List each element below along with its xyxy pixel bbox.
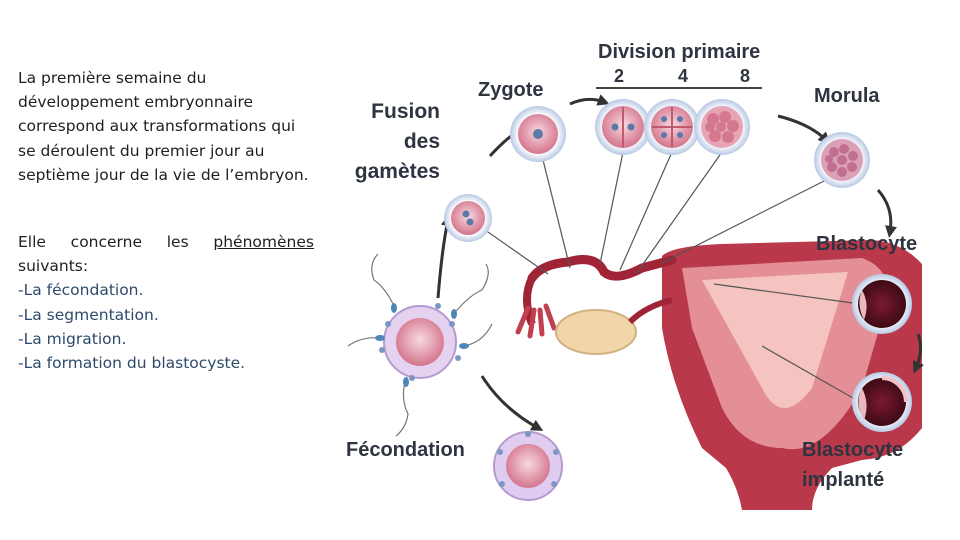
sperm-heads bbox=[375, 303, 469, 387]
four-cell-stage bbox=[644, 99, 700, 155]
ovary bbox=[555, 309, 637, 355]
fusion-cell bbox=[444, 194, 492, 242]
phenomena-paragraph: Elle concerne les phénomènes suivants: -… bbox=[18, 230, 314, 375]
fallopian-tube bbox=[515, 255, 677, 339]
fusion-label-line2: des bbox=[404, 130, 440, 153]
word-elle: Elle bbox=[18, 233, 46, 252]
zygote-cell bbox=[510, 106, 566, 162]
two-cell-stage bbox=[595, 99, 651, 155]
ovarian-ligament bbox=[627, 297, 673, 325]
fusion-label-line1: Fusion bbox=[371, 100, 440, 123]
division-number-2: 2 bbox=[614, 66, 624, 86]
fecondation-label: Fécondation bbox=[346, 439, 465, 461]
word-les: les bbox=[166, 233, 189, 252]
phenomena-list: -La fécondation. -La segmentation. -La m… bbox=[18, 278, 314, 375]
word-concerne: concerne bbox=[70, 233, 143, 252]
word-phenomenes: phénomènes bbox=[213, 233, 314, 252]
word-suivants: suivants: bbox=[18, 257, 89, 276]
list-item: -La migration. bbox=[18, 329, 127, 348]
list-item: -La segmentation. bbox=[18, 305, 159, 324]
division-number-8: 8 bbox=[740, 66, 750, 86]
fertilization-egg bbox=[379, 303, 461, 381]
list-item: -La formation du blastocyste. bbox=[18, 354, 246, 373]
text-panel: La première semaine du développement emb… bbox=[18, 66, 314, 375]
blastocyte-implante-line2: implanté bbox=[802, 469, 884, 491]
blastocyte-implante-line1: Blastocyte bbox=[802, 439, 903, 461]
morula-cell bbox=[814, 132, 870, 188]
division-number-4: 4 bbox=[678, 66, 688, 86]
implanted-blastocyte-cell bbox=[852, 372, 912, 432]
eight-cell-stage bbox=[694, 99, 750, 155]
list-item: -La fécondation. bbox=[18, 281, 144, 300]
embryo-development-diagram: Division primaire 2 4 8 Zygote Morula Fu… bbox=[346, 41, 924, 510]
fusion-label-line3: gamètes bbox=[355, 160, 440, 183]
zygote-label: Zygote bbox=[478, 79, 544, 101]
blastocyte-cell bbox=[852, 274, 912, 334]
division-title: Division primaire bbox=[598, 41, 760, 63]
phenomena-line1: Elle concerne les phénomènes bbox=[18, 230, 314, 254]
fecondation-cell bbox=[493, 431, 563, 501]
blastocyte-label: Blastocyte bbox=[816, 233, 917, 255]
intro-paragraph: La première semaine du développement emb… bbox=[18, 69, 309, 184]
morula-label: Morula bbox=[814, 85, 880, 107]
